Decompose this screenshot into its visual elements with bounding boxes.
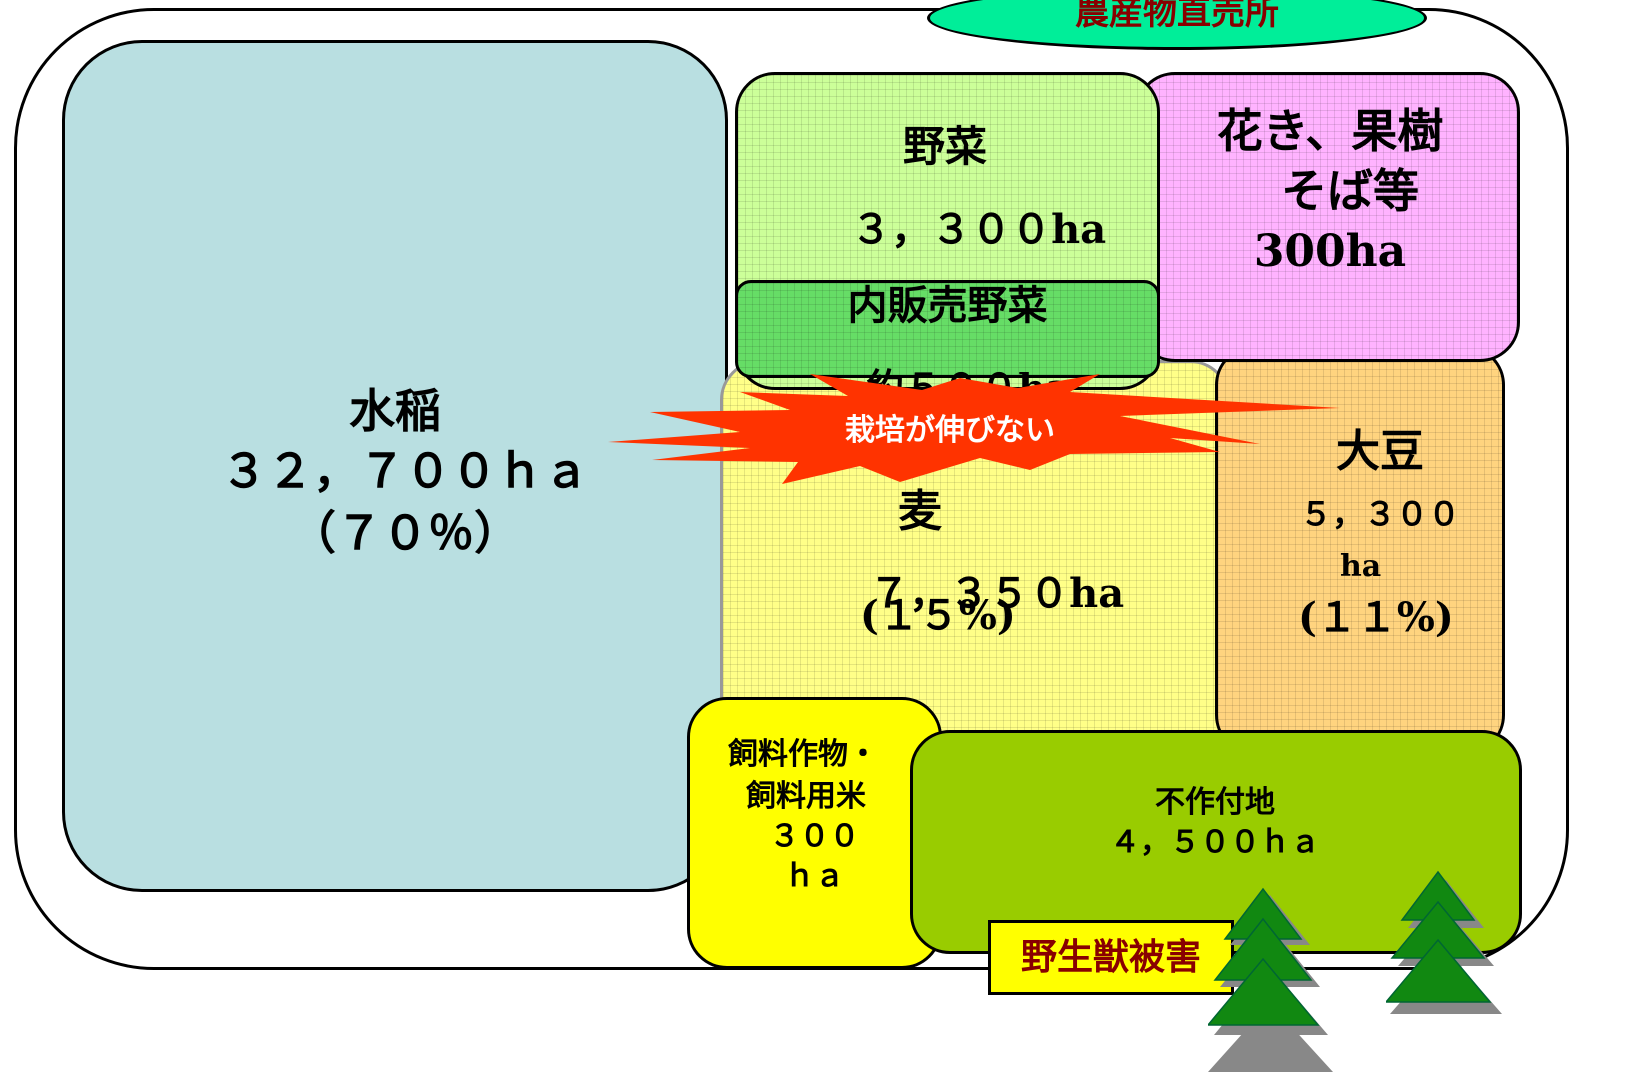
rice-share: （７０％） xyxy=(290,506,520,560)
vegetables-sold-box xyxy=(735,280,1160,378)
feed-line2: 飼料用米 xyxy=(746,779,866,814)
rice-name: 水稲 xyxy=(349,384,441,438)
direct-sales-ellipse xyxy=(927,0,1427,50)
wheat-area: ７，３５０ha xyxy=(858,542,1124,619)
wheat-share: (１５%) xyxy=(860,592,1016,639)
fallow-name: 不作付地 xyxy=(1155,785,1275,820)
soy-name: 大豆 xyxy=(1336,426,1424,477)
wildlife-box xyxy=(988,920,1234,995)
flowers-line2: そば等 xyxy=(1281,164,1419,218)
wildlife-label: 野生獣被害 xyxy=(1020,937,1201,978)
feed-line1: 飼料作物・ xyxy=(728,737,878,772)
vegetables-area-unit: ha xyxy=(1051,206,1107,253)
tree-2-icon xyxy=(1386,870,1502,1014)
tree-1-icon xyxy=(1208,887,1333,1072)
soy-box xyxy=(1215,345,1505,755)
vegetables-area-num: ３，３００ xyxy=(851,207,1052,253)
flowers-line1: 花き、果樹 xyxy=(1216,104,1444,158)
soy-share: (１１%) xyxy=(1298,594,1454,641)
feed-line3: ３００ xyxy=(769,819,860,854)
flowers-area: 300ha xyxy=(1253,226,1407,277)
feed-box xyxy=(687,697,942,969)
warning-label: 栽培が伸びない xyxy=(845,413,1055,448)
burst-shape xyxy=(608,374,1340,484)
vegetables-area: ３，３００ha xyxy=(840,178,1106,255)
feed-line4: ｈａ xyxy=(784,859,845,894)
direct-sales-label: 農産物直売所 xyxy=(1075,0,1279,33)
vegetables-sold-line1: 内販売野菜 xyxy=(847,283,1048,329)
fallow-area: ４，５００ｈａ xyxy=(1110,825,1320,860)
wheat-area-num: ７，３５０ xyxy=(869,571,1070,617)
rice-box xyxy=(62,40,728,892)
wheat-name: 麦 xyxy=(898,486,942,537)
soy-area-num: ５，３００ xyxy=(1300,495,1461,533)
vegetables-name: 野菜 xyxy=(902,122,987,171)
flowers-box xyxy=(1135,72,1520,362)
tree-1-body xyxy=(1208,887,1320,1026)
rice-area: ３２，７００ｈａ xyxy=(221,444,589,498)
soy-area-unit: ha xyxy=(1340,549,1382,584)
burst-polygon xyxy=(608,374,1340,484)
tree-2-body xyxy=(1386,870,1492,1003)
wheat-area-unit: ha xyxy=(1069,570,1125,617)
